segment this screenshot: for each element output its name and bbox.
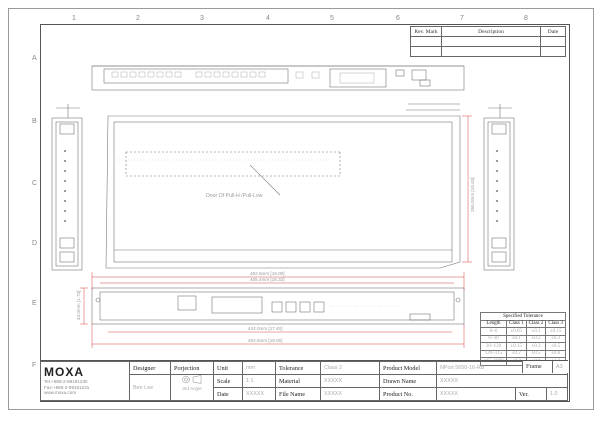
drawing-frame [40,24,570,402]
tolerance-cell: ±0.1 [505,334,527,343]
file-name-label: File Name [275,387,321,401]
dim-front-height: 44.0mm [1.73] [76,291,81,320]
tolerance-cell: 30~120 [480,342,507,351]
dim-front-width-b: 442.0mm [17.40] [248,326,282,331]
product-no-value: XXXXX [436,387,516,401]
ver-label: Ver. [515,387,547,401]
unit-label: Unit [213,361,243,375]
scale-value: 1:1 [242,374,276,388]
material-label: Material [275,374,321,388]
product-no-label: Product No. [379,387,437,401]
zone-letter: C [32,180,38,187]
company-fax: Fax:+886-2-89191231 [44,384,90,390]
tolerance-header: Class 3 [545,319,566,328]
file-name-value: XXXXX [320,387,380,401]
tolerance-cell: ±0.3 [545,334,566,343]
front-view [91,287,465,325]
rear-panel-view [91,65,465,91]
dim-top-width: 482.6mm [19.00] [250,271,284,276]
tolerance-cell: ±0.5 [525,349,547,358]
projection-label: Porjection [170,361,214,375]
tolerance-cell: ±0.15 [505,342,527,351]
zone-letter: E [32,300,37,307]
dim-side-depth: 265.0mm [10.43] [470,178,475,212]
dimension-lines [80,115,472,348]
company-tel: Tel:+886-2-89191230 [44,379,88,384]
tolerance-row: 6~30 ±0.1 ±0.2 ±0.3 [480,334,566,343]
tolerance-title: Specified Tolerance [480,312,566,321]
tolerance-cell: 120~315 [480,349,507,358]
revision-table: Rev. Mark Description Date [410,26,566,57]
tolerance-cell: 6~30 [480,334,507,343]
product-model-label: Product Model [379,361,437,375]
frame-label: Frame [523,361,553,373]
tolerance-header: Length [480,319,507,328]
zone-number: 5 [330,15,334,22]
zone-number: 8 [524,15,528,22]
tolerance-row: 0~6 ±0.05 ±0.1 ±0.15 [480,327,566,336]
tolerance-header: Class 2 [525,319,547,328]
tolerance-cell: ±0.2 [525,334,547,343]
tolerance-cell: ±0.05 [505,327,527,336]
sheet-border [8,8,594,410]
dim-inner-width: 465.4mm [18.32] [250,277,284,282]
zone-number: 4 [266,15,270,22]
tolerance-cell: ±0.2 [505,349,527,358]
ver-value: 1.0 [546,387,568,401]
title-block: MOXA Tel:+886-2-89191230 Fax:+886-2-8919… [40,360,568,401]
material-value: XXXXX [320,374,380,388]
zone-letter: B [32,118,37,125]
date-label: Date [213,387,243,401]
left-side-view [51,104,83,271]
top-view [105,103,461,269]
zone-number: 2 [136,15,140,22]
dim-front-width-c: 482.6mm [19.00] [248,338,282,343]
projection-value: 3rd Angle [182,386,202,391]
designer-value: Ben Lee [129,374,171,401]
zone-letter: D [32,240,38,247]
drawn-name-label: Drawn Name [379,374,437,388]
projection-cell: 3rd Angle [170,374,214,401]
tolerance-cell: ±0.15 [545,327,566,336]
projection-symbol-icon [182,375,202,384]
zone-number: 6 [396,15,400,22]
tolerance-cell: ±0.5 [545,342,566,351]
tolerance-row: 120~315 ±0.2 ±0.5 ±0.8 [480,349,566,358]
zone-number: 3 [200,15,204,22]
company-web: www.moxa.com [44,390,77,395]
frame-value: A3 [556,364,563,370]
moxa-logo: MOXA [44,365,84,379]
drawn-name-value: XXXXX [436,374,568,388]
company-cell: MOXA Tel:+886-2-89191230 Fax:+886-2-8919… [40,361,130,401]
designer-label: Designer [129,361,171,375]
zone-number: 1 [72,15,76,22]
unit-value: mm [242,361,276,375]
tolerance-cell: ±0.8 [545,349,566,358]
tolerance-row: 30~120 ±0.15 ±0.3 ±0.5 [480,342,566,351]
right-side-view [483,104,515,271]
tolerance-table: Specified Tolerance Length Class 1 Class… [480,312,566,366]
tolerance-value: Class 2 [320,361,380,375]
date-value: XXXXX [242,387,276,401]
tolerance-cell: 0~6 [480,327,507,336]
zone-letter: A [32,55,37,62]
scale-label: Scale [213,374,243,388]
zone-letter: F [32,362,37,369]
tolerance-label: Tolerance [275,361,321,375]
door-annotation: Door Of Pull-H /Pull-Low [206,193,263,199]
tolerance-cell: ±0.3 [525,342,547,351]
zone-number: 7 [460,15,464,22]
tolerance-header: Class 1 [505,319,527,328]
tolerance-cell: ±0.1 [525,327,547,336]
frame-cell: Frame A3 [522,361,569,373]
